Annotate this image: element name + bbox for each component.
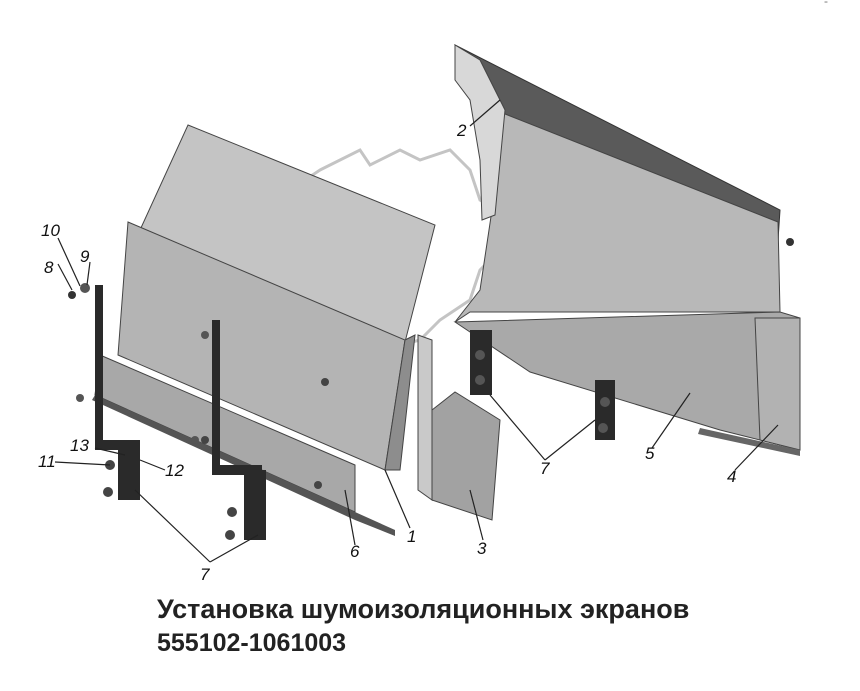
callout-13: 13	[70, 436, 89, 455]
corner-mark: -	[824, 0, 828, 8]
shield-left-edge	[384, 334, 416, 471]
diagram-title: Установка шумоизоляционных экранов	[157, 594, 690, 624]
callout-1: 1	[407, 527, 417, 546]
bracket-right	[470, 330, 615, 440]
callout-6: 6	[350, 542, 360, 561]
callout-8: 8	[44, 258, 54, 277]
shield-right-flange	[454, 44, 506, 221]
callout-7-right: 7	[540, 459, 550, 478]
bolts	[201, 378, 329, 489]
shield-right-lower-face	[453, 311, 801, 451]
callout-11: 11	[38, 452, 56, 471]
callout-12: 12	[165, 461, 184, 480]
callout-5: 5	[645, 444, 655, 463]
diagram-part-number: 555102-1061003	[157, 629, 347, 657]
shield-right	[453, 44, 801, 456]
callout-3: 3	[477, 539, 487, 558]
callout-9: 9	[80, 247, 90, 266]
callout-2: 2	[457, 121, 467, 140]
shield-right-end-panel-4	[754, 317, 801, 451]
shield-left	[117, 124, 436, 471]
callout-10: 10	[41, 221, 60, 240]
shield-small-3	[417, 334, 501, 521]
shield-right-face	[454, 111, 781, 323]
callout-4: 4	[727, 467, 737, 486]
leader-lines	[54, 99, 779, 563]
callout-7-left: 7	[200, 565, 210, 584]
bracket-left-2	[191, 320, 266, 540]
shield-right-lip	[698, 428, 800, 456]
